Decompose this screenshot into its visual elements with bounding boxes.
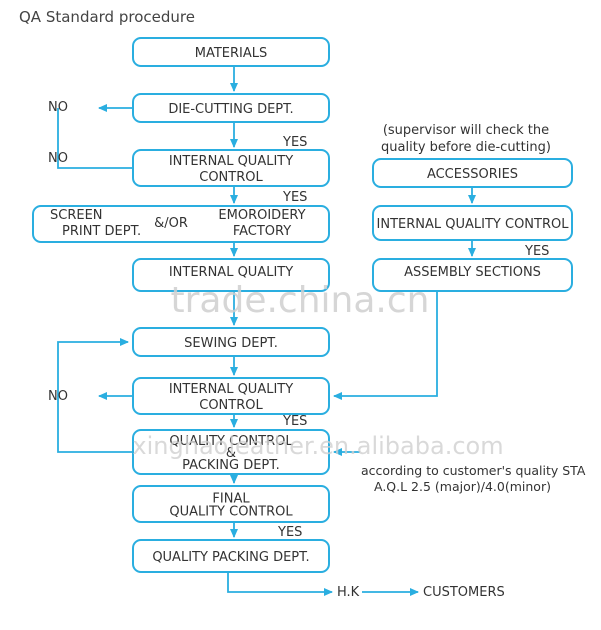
box-text: PACKING DEPT. — [182, 458, 280, 473]
box-text: SEWING DEPT. — [184, 336, 278, 351]
box-text: MATERIALS — [195, 46, 268, 61]
no-label: NO — [48, 151, 68, 166]
aql-note: according to customer's quality STA — [361, 463, 586, 478]
box-frame — [372, 258, 573, 292]
box-iqc-2: INTERNAL QUALITY — [132, 258, 330, 292]
customers-label: CUSTOMERS — [423, 585, 505, 600]
box-frame — [132, 539, 330, 573]
box-frame — [372, 205, 573, 241]
supervisor-note: quality before die-cutting) — [381, 140, 551, 155]
box-text: & — [226, 446, 236, 461]
box-text: CONTROL — [199, 170, 263, 185]
connectors — [57, 66, 476, 596]
box-text: PRINT DEPT. — [62, 224, 141, 239]
box-iqc-accessories: INTERNAL QUALITY CONTROL — [372, 205, 573, 241]
process-boxes: MATERIALS DIE-CUTTING DEPT. INTERNAL QUALI… — [32, 37, 573, 573]
yes-label: YES — [524, 244, 549, 259]
no-label: NO — [48, 389, 68, 404]
box-text: ASSEMBLY SECTIONS — [404, 265, 541, 280]
watermarks: trade.china.cn xinghaoleather.en.alibaba.… — [132, 280, 503, 460]
box-sewing: SEWING DEPT. — [132, 327, 330, 357]
box-text: SCREEN — [50, 208, 103, 223]
box-frame — [132, 258, 330, 292]
yes-label: YES — [282, 135, 307, 150]
box-frame — [132, 149, 330, 187]
box-frame — [132, 37, 330, 67]
box-text: INTERNAL QUALITY CONTROL — [377, 217, 570, 232]
box-accessories: ACCESSORIES — [372, 158, 573, 188]
box-text: INTERNAL QUALITY — [169, 265, 293, 280]
box-text: &/OR — [154, 216, 188, 231]
box-text: CONTROL — [199, 398, 263, 413]
box-frame — [132, 429, 330, 475]
arrow-iqc3-no-loop — [57, 338, 133, 453]
supervisor-note: (supervisor will check the — [383, 123, 549, 138]
box-frame — [132, 327, 330, 357]
box-qc-packing: QUALITY CONTROL&PACKING DEPT. — [132, 429, 330, 475]
yes-label: YES — [282, 414, 307, 429]
hk-label: H.K — [337, 585, 360, 600]
box-text: QUALITY PACKING DEPT. — [152, 550, 309, 565]
box-text: INTERNAL QUALITY — [169, 382, 293, 397]
line-iqc1-no-loop — [57, 108, 133, 169]
box-text: INTERNAL QUALITY — [169, 154, 293, 169]
yes-label: YES — [282, 190, 307, 205]
arrow-qualitypacking-to-hk — [227, 572, 333, 596]
box-frame — [132, 377, 330, 415]
watermark-text: xinghaoleather.en.alibaba.com — [132, 432, 503, 460]
box-text: EMOROIDERY — [218, 208, 305, 223]
arrow-assembly-to-iqc3 — [333, 291, 438, 400]
box-frame — [32, 205, 330, 243]
watermark-text: trade.china.cn — [171, 280, 430, 321]
box-text: FINAL — [212, 492, 250, 507]
box-text: QUALITY CONTROL — [169, 505, 293, 520]
box-die-cutting: DIE-CUTTING DEPT. — [132, 93, 330, 123]
yes-label: YES — [277, 525, 302, 540]
box-text: ACCESSORIES — [427, 167, 518, 182]
box-frame — [132, 485, 330, 523]
no-label: NO — [48, 100, 68, 115]
box-text: FACTORY — [233, 224, 291, 239]
box-assembly: ASSEMBLY SECTIONS — [372, 258, 573, 292]
box-materials: MATERIALS — [132, 37, 330, 67]
box-frame — [132, 93, 330, 123]
flow-labels: YES YES YES YES YES NO NO NO H.K CUSTOMERS (superv… — [48, 100, 586, 600]
page-title: QA Standard procedure — [19, 8, 195, 26]
box-quality-packing: QUALITY PACKING DEPT. — [132, 539, 330, 573]
box-text: QUALITY CONTROL — [169, 434, 293, 449]
aql-note: A.Q.L 2.5 (major)/4.0(minor) — [374, 479, 551, 494]
box-frame — [372, 158, 573, 188]
box-text: DIE-CUTTING DEPT. — [168, 102, 293, 117]
